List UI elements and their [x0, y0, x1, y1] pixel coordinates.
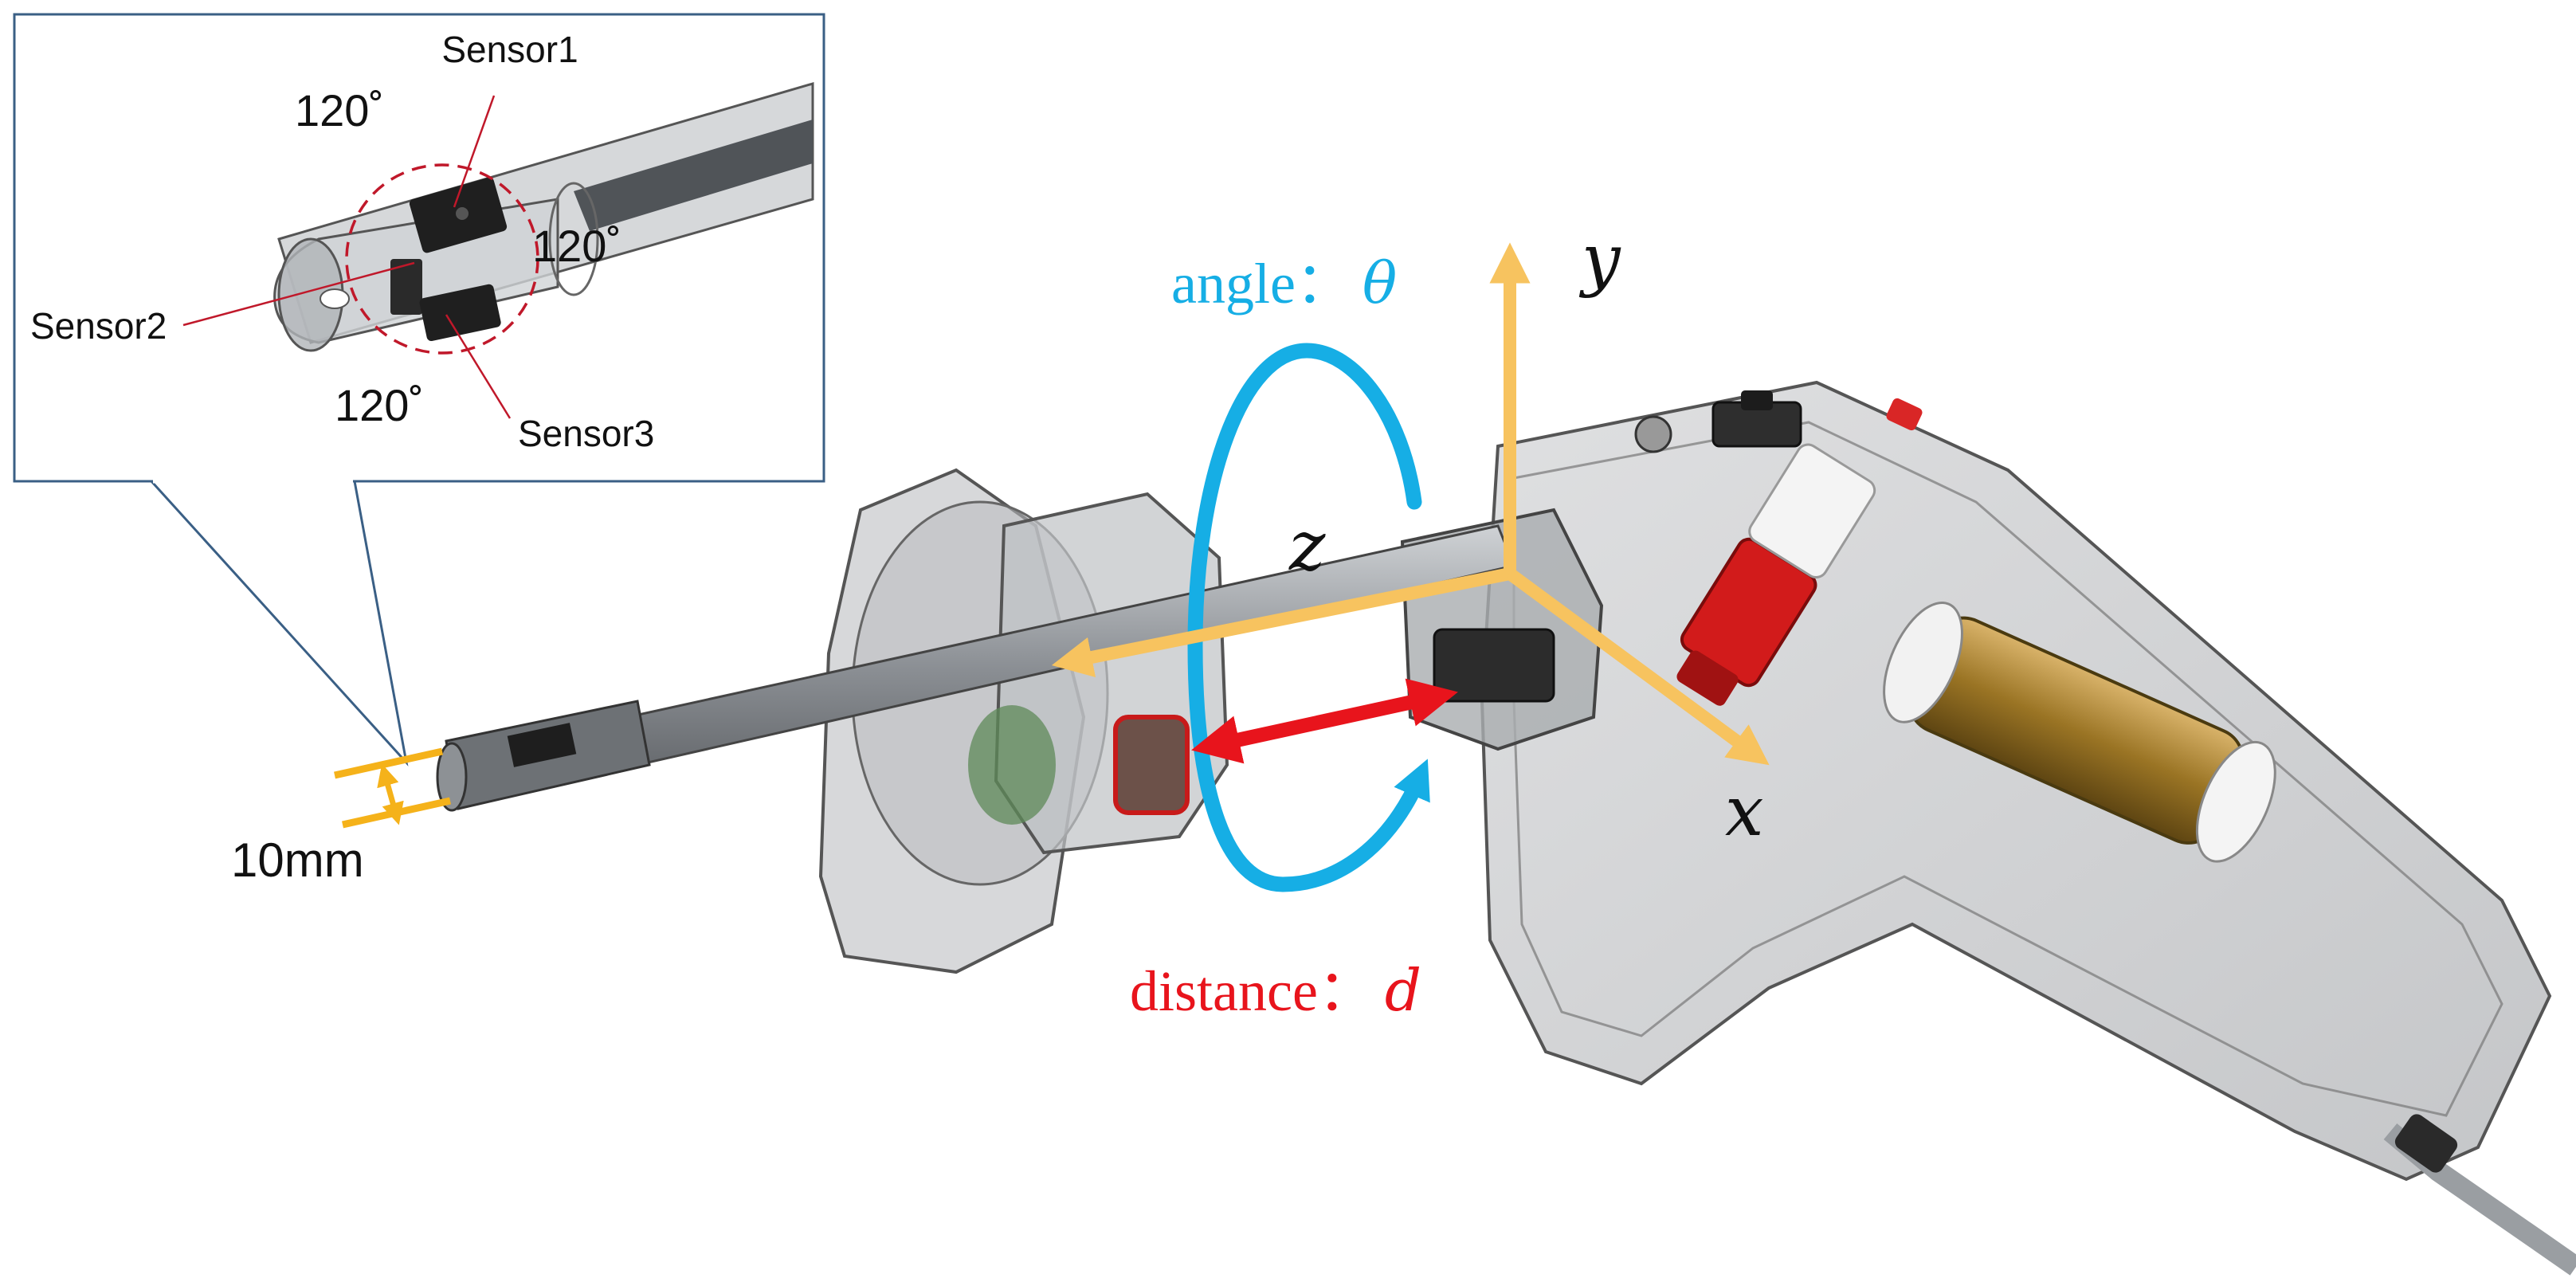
distance-arrow [1191, 678, 1458, 764]
y-axis-label: y [1578, 220, 1621, 300]
x-axis-label: x [1725, 772, 1764, 852]
handle-body [1480, 380, 2552, 1182]
device-model [436, 380, 2576, 1276]
angle-label-bottom: 120˚ [335, 380, 424, 430]
red-cap [1676, 443, 1876, 706]
distance-label: distance：d [1130, 957, 1421, 1024]
z-axis-arrow [1051, 567, 1511, 678]
switch-knob [1741, 390, 1773, 410]
angle-label-right: 120˚ [532, 221, 621, 271]
potentiometer [1634, 415, 1672, 453]
motor-mount [1433, 628, 1555, 703]
motor [968, 705, 1056, 825]
cable-connector [2394, 1114, 2458, 1173]
diameter-dimension: 10mm [231, 747, 451, 887]
sensor3-label: Sensor3 [518, 413, 654, 454]
sensor1-label: Sensor1 [441, 29, 578, 70]
inset-sensor-blocks [390, 177, 508, 342]
probe-tip [436, 700, 651, 812]
dim-arrow [377, 763, 404, 825]
led-indicator [1886, 398, 1923, 431]
sensor3-leader [445, 314, 512, 419]
sensor2-label: Sensor2 [30, 305, 167, 347]
inset-view: Sensor1 Sensor2 Sensor3 120˚ 120˚ 120˚ [13, 13, 825, 767]
translation-indicator: distance：d [1130, 678, 1458, 1024]
battery [1883, 601, 2276, 863]
sensor1-leader [453, 95, 496, 208]
gear [1113, 715, 1190, 815]
angle-label: angle：θ [1171, 249, 1397, 316]
inset-dashed-circle [345, 163, 539, 355]
angle-label-top: 120˚ [295, 85, 384, 135]
handle-inner-edge [1512, 421, 2503, 1117]
inset-callout-pointer [148, 480, 409, 767]
z-axis-label: z [1288, 507, 1326, 586]
diameter-label: 10mm [231, 833, 364, 887]
dim-line-top [334, 747, 443, 779]
sensor2-leader [182, 261, 415, 327]
coordinate-axes: y z x [1051, 220, 1770, 852]
x-axis-arrow [1506, 568, 1770, 766]
